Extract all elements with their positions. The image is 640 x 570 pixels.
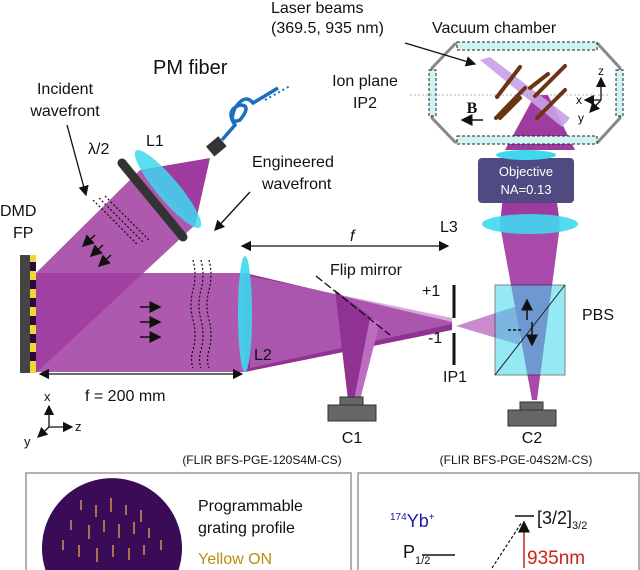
grating-profile-panel: Programmable grating profile Yellow ON <box>25 472 352 570</box>
flip-mirror-label: Flip mirror <box>330 262 403 279</box>
lens-l3 <box>482 214 578 234</box>
order-minus1-label: -1 <box>428 330 442 347</box>
level-d: [3/2]3/2 <box>537 508 587 532</box>
ip1-label: IP1 <box>443 369 467 386</box>
l3-label: L3 <box>440 219 458 236</box>
chamber-axis-x: x <box>576 93 582 107</box>
pointer-arrows <box>38 42 477 380</box>
pbs-label: PBS <box>582 307 614 324</box>
b-field-label: B <box>467 100 478 117</box>
incident-wavefront-label-2: wavefront <box>29 103 100 120</box>
energy-level-panel: 174Yb+ [3/2]3/2 P1/2 935nm <box>357 472 640 570</box>
pm-fiber <box>206 85 291 157</box>
wavefront-lines <box>92 195 212 369</box>
dmd <box>20 255 36 373</box>
dmd-label: DMD <box>0 203 36 220</box>
lab-axis-z: z <box>75 419 82 434</box>
flip-mirror-beam-2 <box>354 318 380 400</box>
flip-mirror <box>315 275 391 336</box>
engineered-wavefront-label-1: Engineered <box>252 154 334 171</box>
l2-label: L2 <box>254 347 272 364</box>
lens-l2 <box>238 256 252 372</box>
f-label: f <box>350 228 356 245</box>
camera-c2 <box>507 401 557 427</box>
incident-wavefront-label-1: Incident <box>37 81 94 98</box>
laser-beams-wavelengths: (369.5, 935 nm) <box>271 20 384 37</box>
grating-title-1: Programmable <box>198 498 303 515</box>
lab-axis-x: x <box>44 389 51 404</box>
c2-label: C2 <box>522 430 543 447</box>
objective-na: NA=0.13 <box>501 182 552 197</box>
camera-c1 <box>327 396 377 422</box>
flip-mirror-beam <box>335 290 375 400</box>
order-plus1-label: +1 <box>422 283 440 300</box>
grating-title-2: grating profile <box>198 520 295 537</box>
half-wave-plate <box>117 158 188 242</box>
l1-label: L1 <box>146 133 164 150</box>
focal-length-label: f = 200 mm <box>85 388 165 405</box>
fp-label: FP <box>13 225 33 242</box>
pbs <box>494 284 566 376</box>
chamber-axes <box>583 76 607 113</box>
pm-fiber-label: PM fiber <box>153 57 228 79</box>
c1-model: (FLIR BFS-PGE-120S4M-CS) <box>182 453 341 467</box>
laser-beams-label: Laser beams <box>271 0 364 17</box>
chamber-axis-y: y <box>578 111 584 125</box>
ion-plane-label: Ion plane <box>332 73 398 90</box>
grating-profile-image <box>41 478 182 570</box>
vacuum-chamber: B z x y <box>410 41 624 145</box>
yellow-on-label: Yellow ON <box>198 551 272 568</box>
engineered-wavefront-label-2: wavefront <box>261 176 332 193</box>
lab-axis-y: y <box>24 434 31 449</box>
ip2-label: IP2 <box>353 95 377 112</box>
level-p: P1/2 <box>403 542 430 567</box>
lab-axes <box>37 404 74 438</box>
vacuum-chamber-label: Vacuum chamber <box>432 20 557 37</box>
chamber-axis-z: z <box>598 64 604 78</box>
c1-label: C1 <box>342 430 363 447</box>
half-wave-plate-label: λ/2 <box>88 141 109 158</box>
objective-label: Objective <box>499 164 553 179</box>
objective: Objective NA=0.13 <box>478 150 574 203</box>
propagation-arrows <box>81 234 162 343</box>
ion-species: 174Yb+ <box>390 511 435 531</box>
lens-l1 <box>134 150 202 228</box>
c2-model: (FLIR BFS-PGE-04S2M-CS) <box>440 453 593 467</box>
wavelength-935-label: 935nm <box>527 548 585 569</box>
